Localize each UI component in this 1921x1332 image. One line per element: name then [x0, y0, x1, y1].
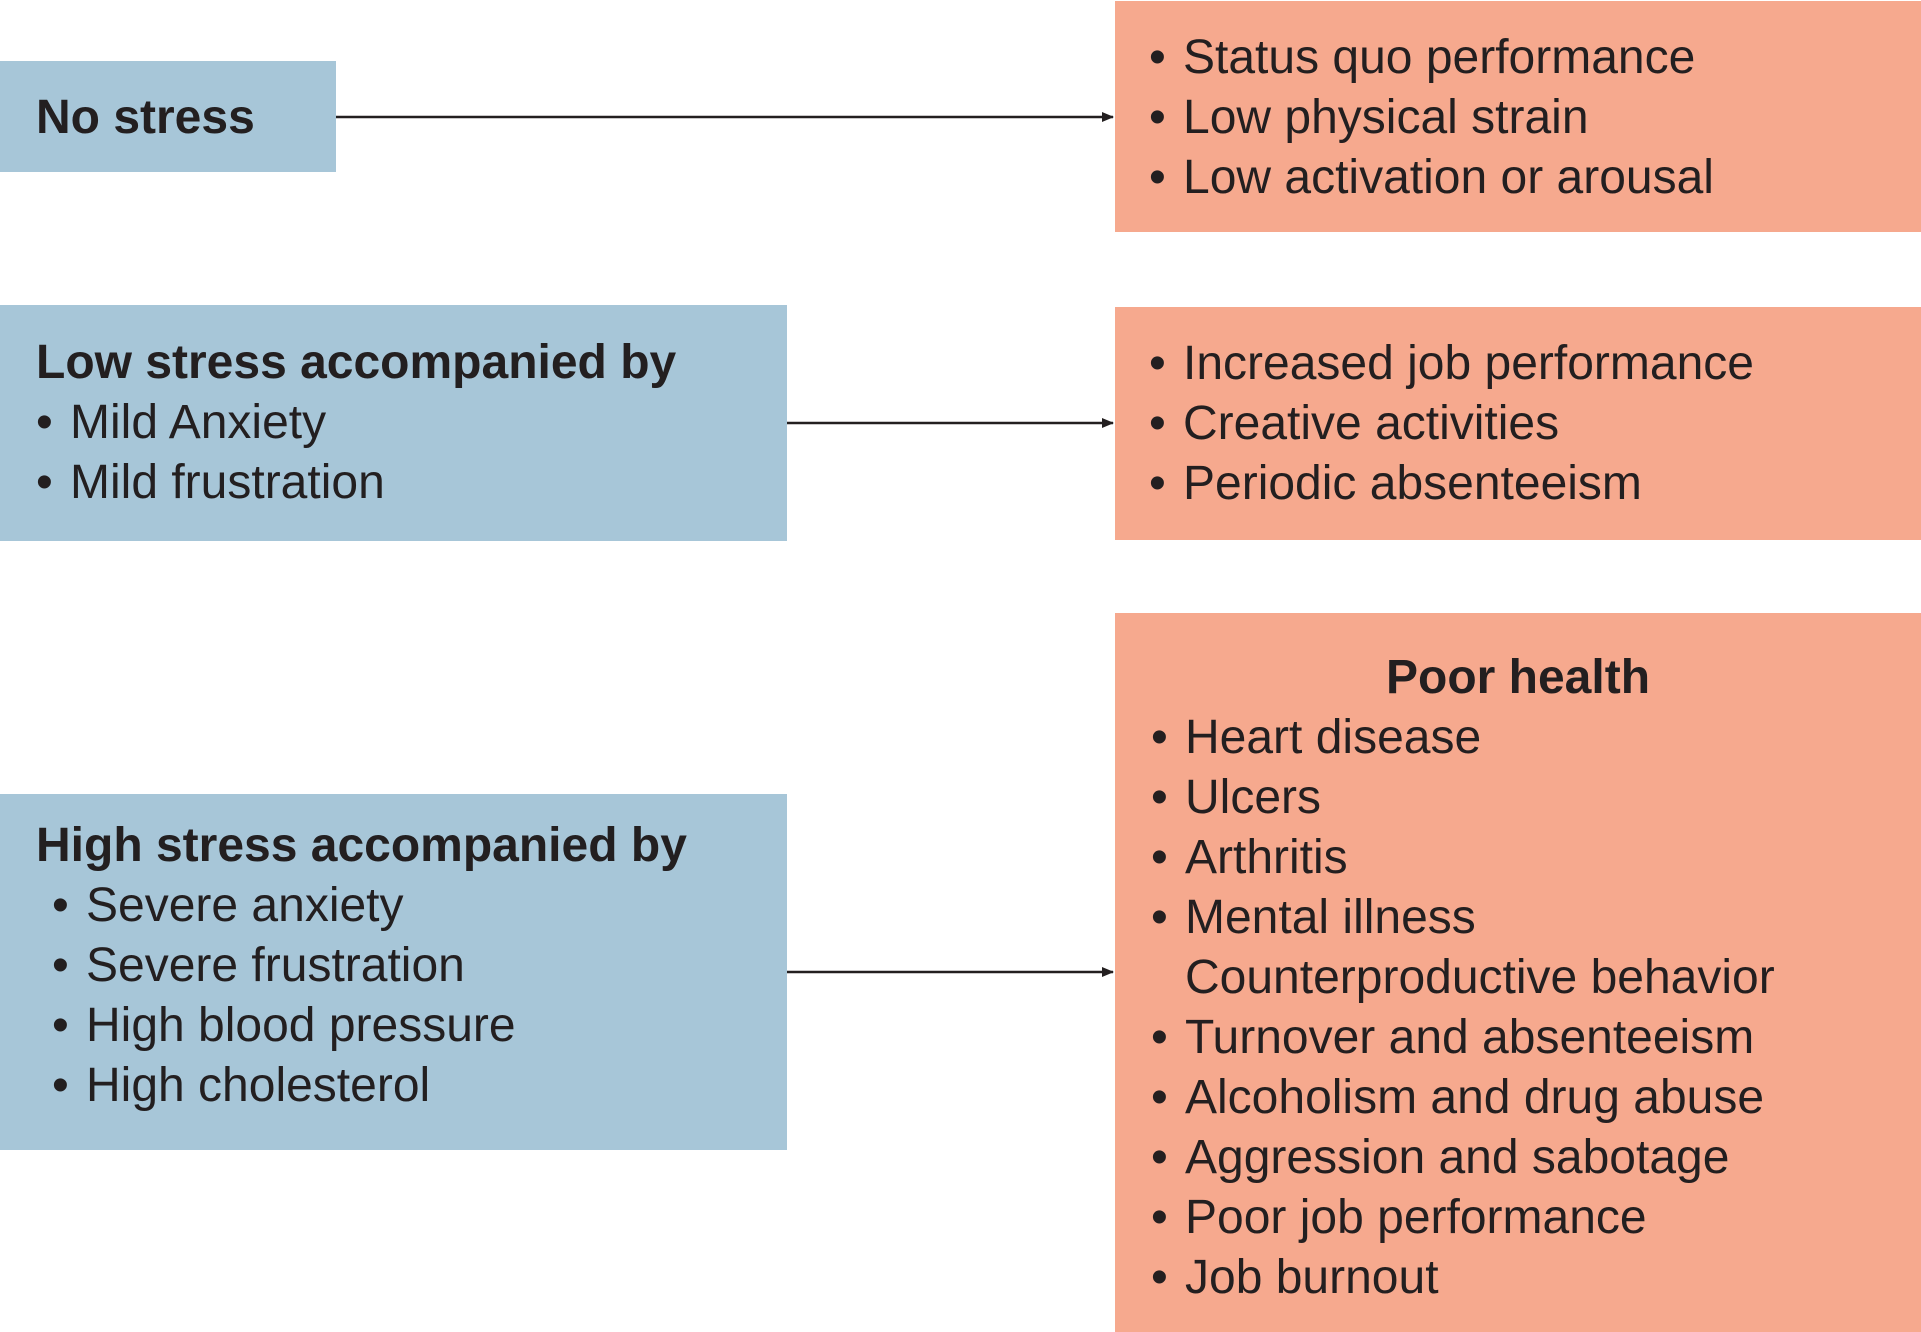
cause-item: • High blood pressure [52, 996, 787, 1056]
effect-item-text: Status quo performance [1183, 31, 1696, 84]
bullet-glyph: • [1151, 1251, 1168, 1304]
cause-item: • Mild frustration [36, 453, 787, 513]
effect-item: • Low physical strain [1149, 88, 1921, 148]
effect-item-text: Turnover and absenteeism [1185, 1011, 1755, 1064]
effect-item: • Low activation or arousal [1149, 148, 1921, 208]
cause-item: • Severe frustration [52, 936, 787, 996]
cause-item-text: High blood pressure [86, 999, 516, 1052]
bullet-glyph: • [52, 939, 69, 992]
effect-box-no-stress: • Status quo performance • Low physical st… [1115, 1, 1921, 232]
effect-item: • Aggression and sabotage [1151, 1128, 1921, 1188]
effect-item-text: Ulcers [1185, 771, 1322, 824]
effect-item: • Arthritis [1151, 828, 1921, 888]
cause-title: Low stress accompanied by [36, 336, 677, 389]
bullet-glyph: • [1151, 1011, 1168, 1064]
effect-item: Counterproductive behavior [1151, 948, 1921, 1008]
effect-item-text: Creative activities [1183, 397, 1560, 450]
effect-item: • Job burnout [1151, 1248, 1921, 1308]
bullet-glyph: • [1149, 31, 1166, 84]
bullet-glyph: • [1151, 1071, 1168, 1124]
bullet-glyph: • [1151, 1191, 1168, 1244]
effect-item: • Ulcers [1151, 768, 1921, 828]
cause-item-text: Mild frustration [70, 456, 385, 509]
cause-title: High stress accompanied by [36, 819, 687, 872]
bullet-glyph: • [52, 1059, 69, 1112]
effect-item-text: Mental illness [1185, 891, 1476, 944]
effect-item-text: Low physical strain [1183, 91, 1589, 144]
bullet-glyph: • [1149, 457, 1166, 510]
bullet-glyph: • [1151, 771, 1168, 824]
cause-box-high-stress: High stress accompanied by • Severe anxie… [0, 794, 787, 1150]
cause-item: • Severe anxiety [52, 876, 787, 936]
effect-item: • Poor job performance [1151, 1188, 1921, 1248]
effect-item: • Creative activities [1149, 394, 1921, 454]
effect-item: • Alcoholism and drug abuse [1151, 1068, 1921, 1128]
effect-item-text: Counterproductive behavior [1185, 951, 1775, 1004]
bullet-glyph: • [36, 456, 53, 509]
effect-box-high-stress: Poor health • Heart disease • Ulcers • Arth… [1115, 613, 1921, 1332]
effect-item-text: Periodic absenteeism [1183, 457, 1642, 510]
cause-title: No stress [36, 91, 255, 144]
bullet-glyph: • [1149, 91, 1166, 144]
effect-box-low-stress: • Increased job performance • Creative act… [1115, 307, 1921, 540]
effect-item: • Mental illness [1151, 888, 1921, 948]
cause-box-low-stress: Low stress accompanied by •Mild Anxiety … [0, 305, 787, 541]
bullet-glyph: • [1149, 397, 1166, 450]
effect-item-text: Arthritis [1185, 831, 1348, 884]
effect-item: • Status quo performance [1149, 28, 1921, 88]
effect-item-text: Job burnout [1185, 1251, 1439, 1304]
effect-item-text: Poor job performance [1185, 1191, 1647, 1244]
bullet-glyph: • [36, 396, 53, 449]
effect-item-text: Alcoholism and drug abuse [1185, 1071, 1765, 1124]
bullet-glyph: • [1151, 711, 1168, 764]
effect-item: • Heart disease [1151, 708, 1921, 768]
effect-item-text: Low activation or arousal [1183, 151, 1714, 204]
cause-item: • High cholesterol [52, 1056, 787, 1116]
cause-item: • Mild Anxiety [36, 393, 787, 453]
effect-item: • Turnover and absenteeism [1151, 1008, 1921, 1068]
bullet-glyph: • [1149, 337, 1166, 390]
cause-box-no-stress: No stress [0, 61, 336, 172]
effect-item: • Increased job performance [1149, 334, 1921, 394]
effect-title: Poor health [1385, 651, 1651, 704]
bullet-glyph: • [52, 879, 69, 932]
bullet-glyph: • [1151, 891, 1168, 944]
effect-item: • Periodic absenteeism [1149, 454, 1921, 514]
effect-item-text: Increased job performance [1183, 337, 1754, 390]
bullet-glyph: • [1151, 831, 1168, 884]
effect-item-text: Heart disease [1185, 711, 1482, 764]
bullet-glyph: • [52, 999, 69, 1052]
cause-item-text: Severe anxiety [86, 879, 404, 932]
cause-item-text: High cholesterol [86, 1059, 431, 1112]
bullet-glyph: • [1149, 151, 1166, 204]
effect-item-text: Aggression and sabotage [1185, 1131, 1730, 1184]
bullet-glyph: • [1151, 1131, 1168, 1184]
cause-item-text: Severe frustration [86, 939, 465, 992]
cause-item-text: Mild Anxiety [70, 396, 327, 449]
